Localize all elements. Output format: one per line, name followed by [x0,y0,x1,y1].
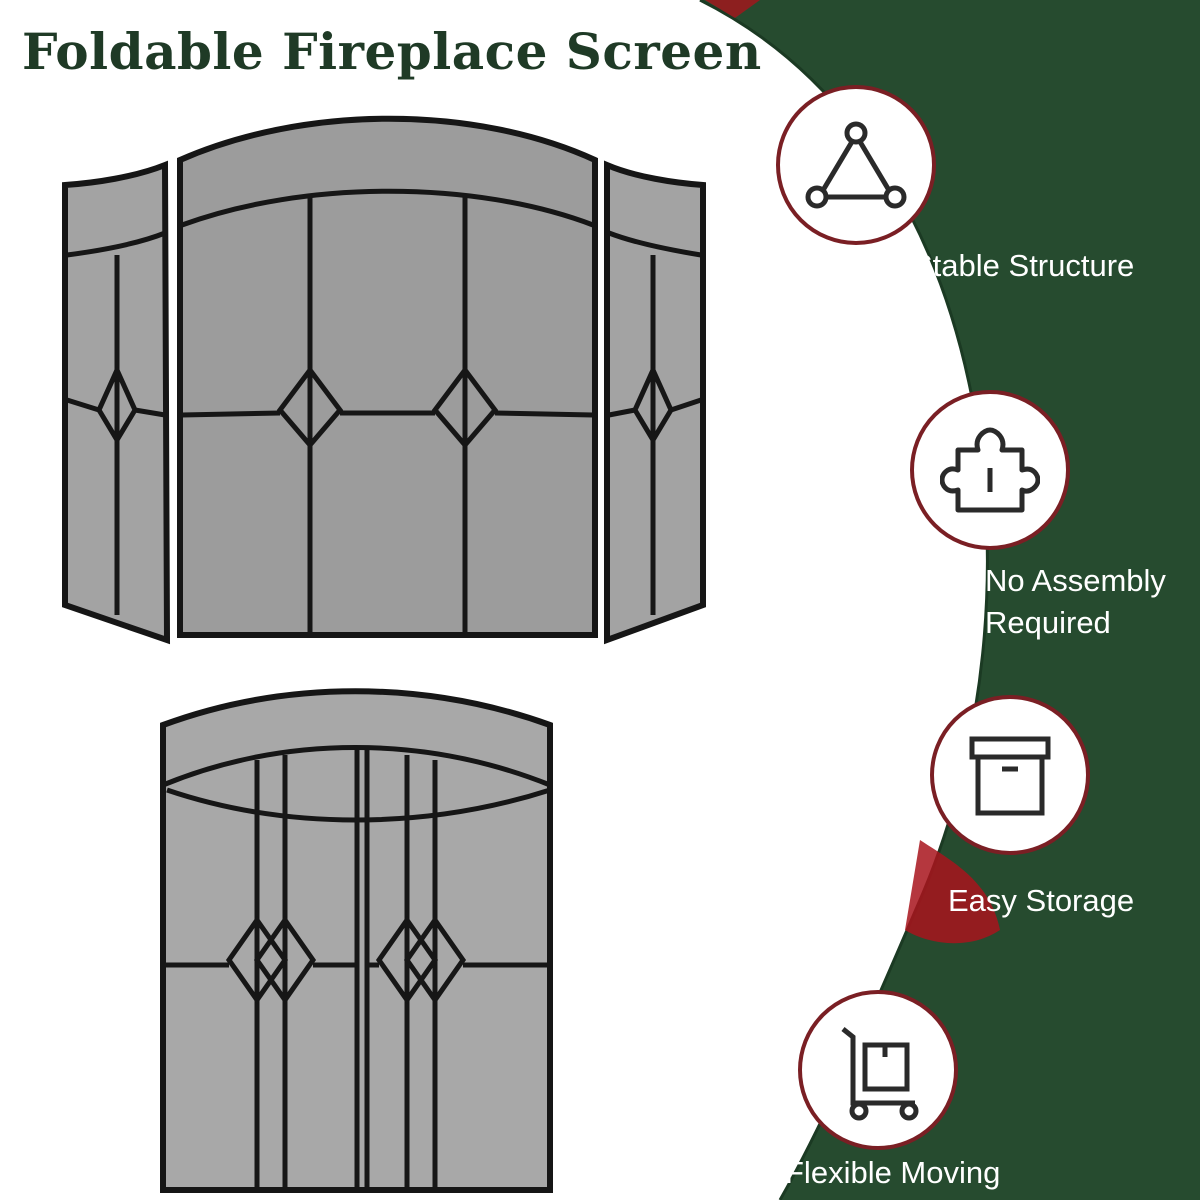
feature-circle-no-assembly [910,390,1070,550]
hand-truck-icon [841,1027,919,1121]
feature-circle-flexible-moving [798,990,958,1150]
triangle-nodes-icon [805,121,907,209]
folded-screen-image [160,688,553,1193]
three-panel-screen-image [62,115,706,645]
feature-circle-stable-structure [776,85,936,245]
feature-circle-easy-storage [930,695,1090,855]
storage-box-icon [969,736,1051,816]
feature-label-easy-storage: Easy Storage [948,883,1135,918]
feature-label-stable-structure: Stable Structure [912,248,1135,283]
page-title: Foldable Fireplace Screen [22,22,762,81]
puzzle-piece-icon [940,427,1040,513]
feature-label-no-assembly: No Assembly Required [985,563,1166,640]
feature-label-flexible-moving: Flexible Moving [785,1155,1001,1190]
